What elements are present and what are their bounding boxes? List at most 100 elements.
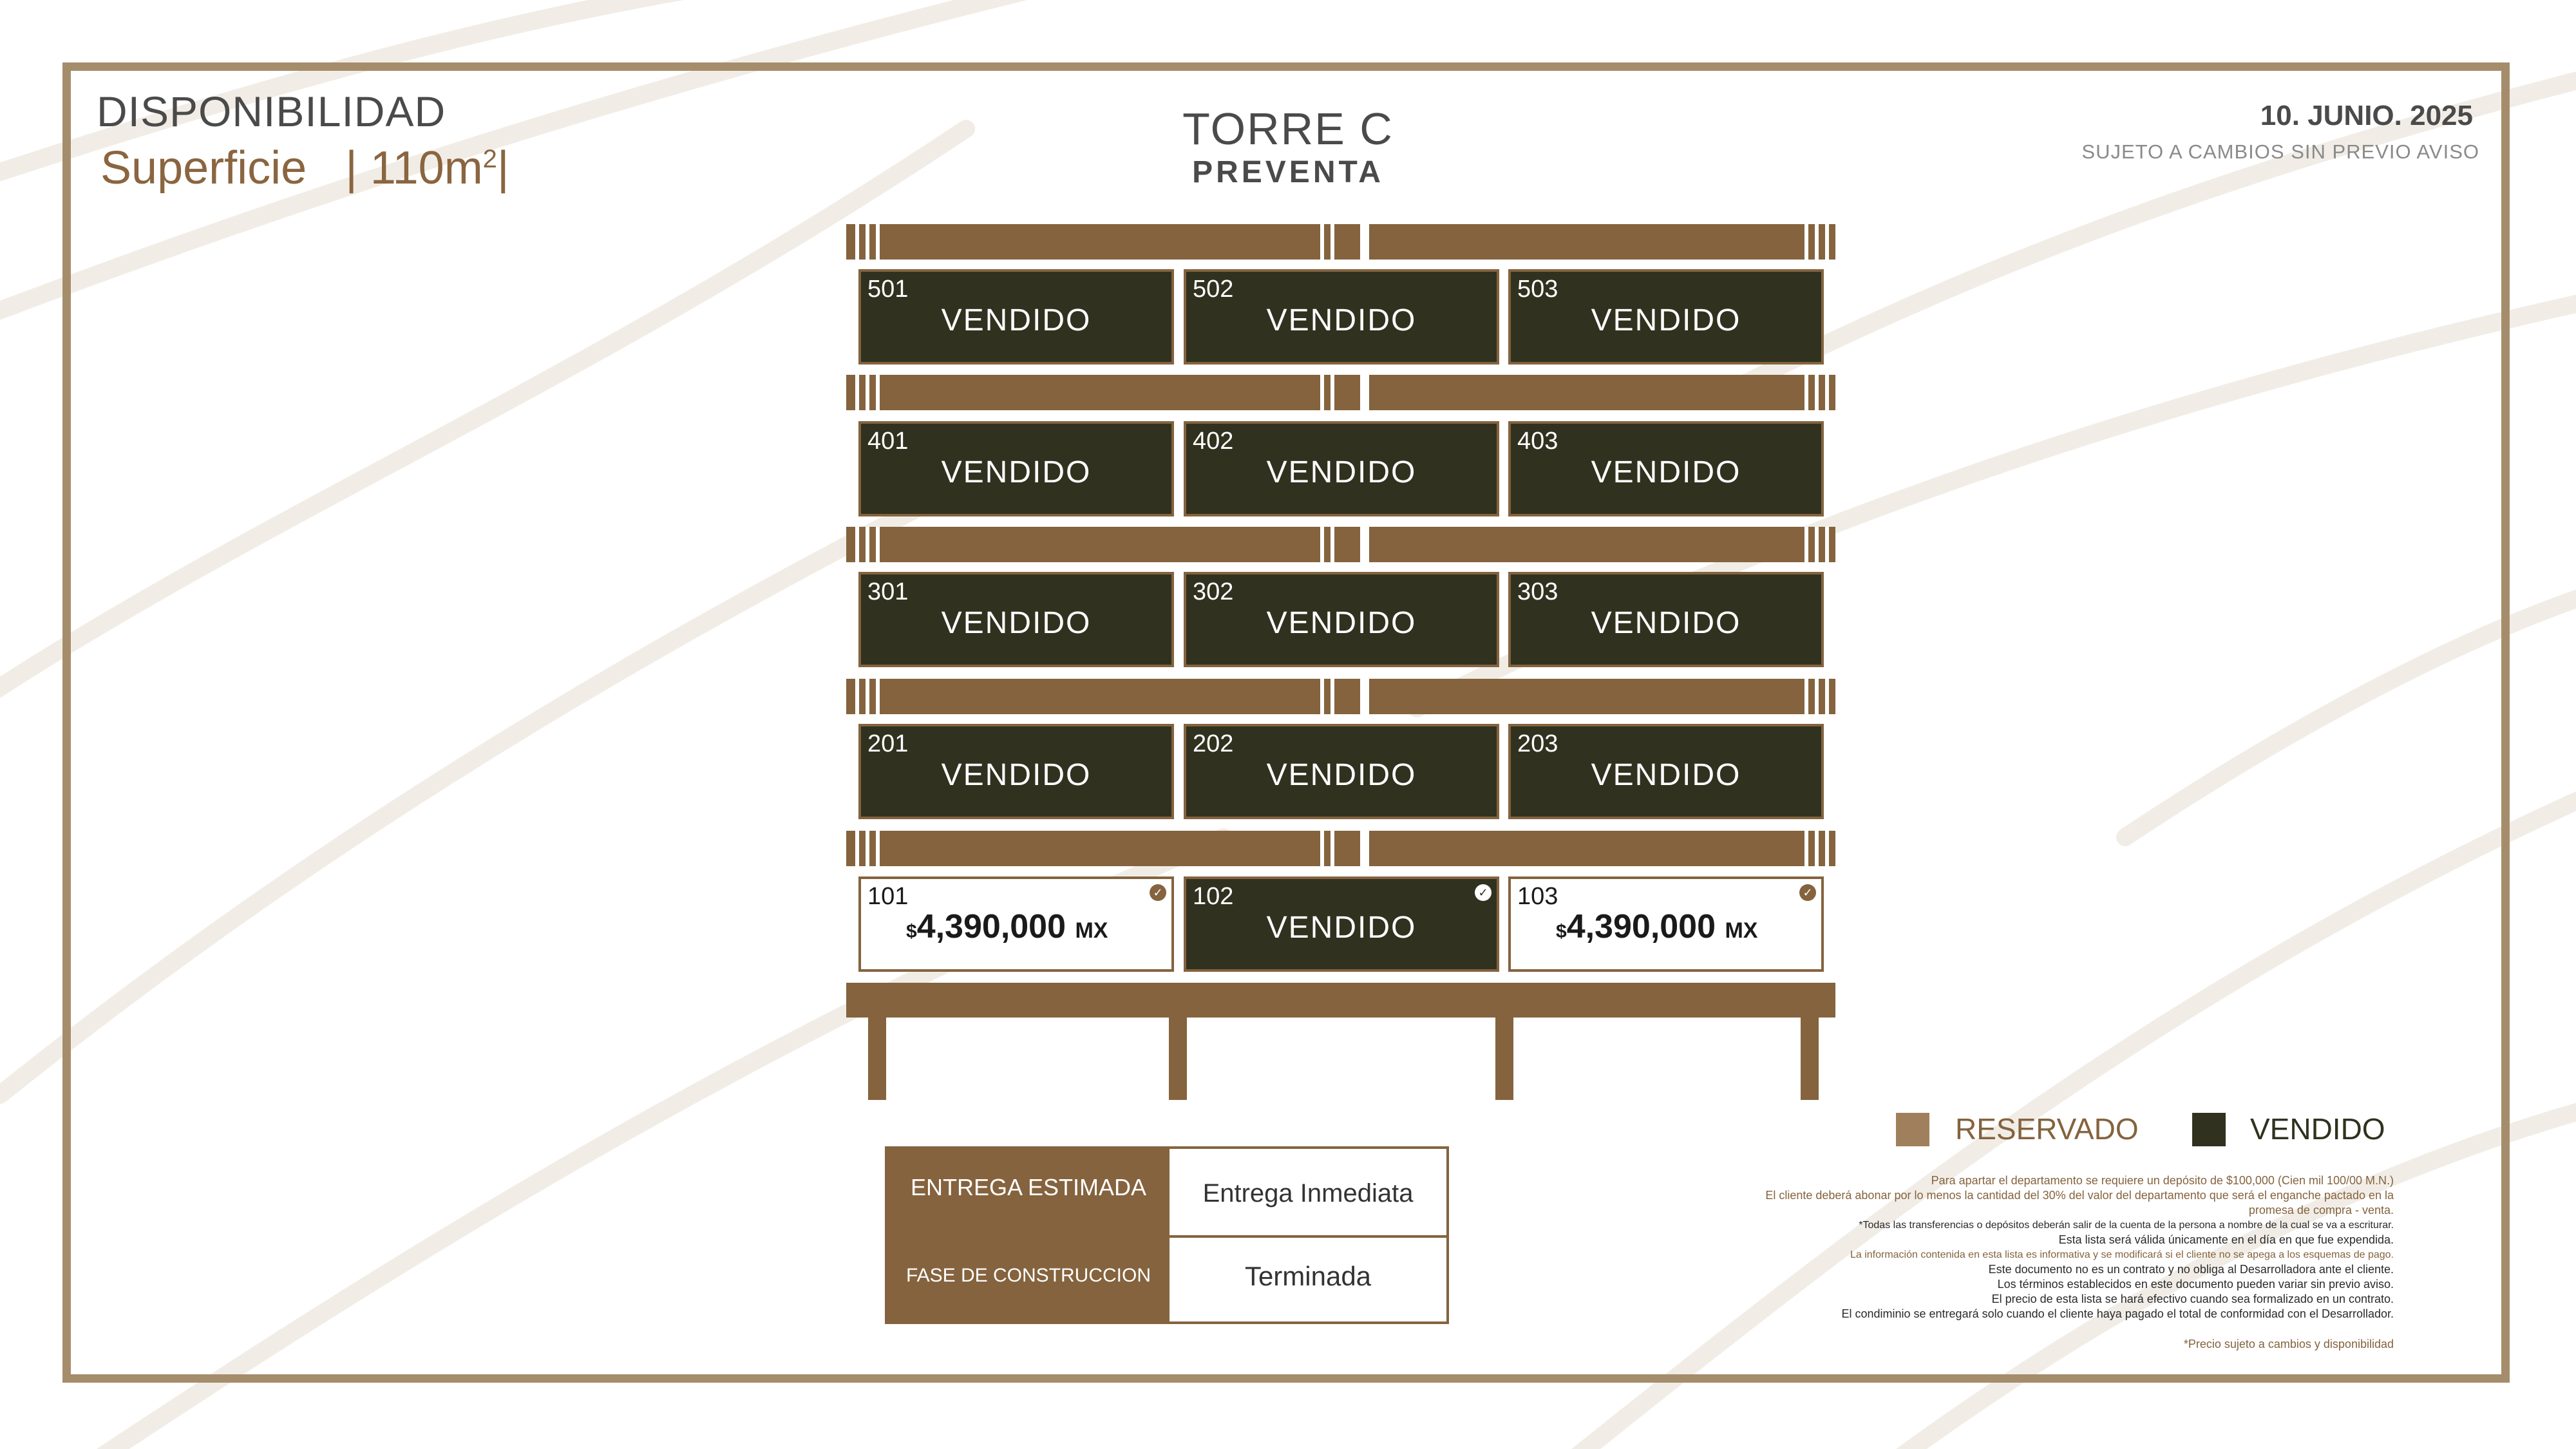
slab-stripe bbox=[1825, 375, 1829, 410]
slab-stripe bbox=[866, 679, 869, 714]
info-table: ENTREGA ESTIMADA Entrega Inmediata FASE … bbox=[885, 1146, 1449, 1324]
legend-reserved-swatch bbox=[1896, 1113, 1929, 1146]
slab-stripe bbox=[1320, 831, 1324, 866]
check-icon: ✓ bbox=[1150, 884, 1166, 901]
disclaimer-line: El condiminio se entregará solo cuando e… bbox=[1841, 1307, 2394, 1320]
unit-number: 103 bbox=[1517, 883, 1558, 910]
surface-exponent: 2 bbox=[482, 145, 497, 173]
unit-status: VENDIDO bbox=[1591, 455, 1741, 489]
unit-price: $4,390,000 MX bbox=[906, 907, 1108, 946]
unit-status: VENDIDO bbox=[941, 758, 1092, 792]
page-title: DISPONIBILIDAD bbox=[97, 88, 446, 135]
disclaimer-line: El cliente deberá abonar por lo menos la… bbox=[1765, 1189, 2394, 1202]
slab-stripe bbox=[1815, 527, 1819, 562]
change-notice: SUJETO A CAMBIOS SIN PREVIO AVISO bbox=[2081, 140, 2479, 163]
slab-stripe bbox=[1815, 224, 1819, 260]
slab-stripe bbox=[876, 831, 880, 866]
slab-gap bbox=[1360, 831, 1369, 866]
slab-stripe bbox=[876, 679, 880, 714]
slab-stripe bbox=[1804, 375, 1808, 410]
unit-price: $4,390,000 MX bbox=[1556, 907, 1757, 946]
slab-stripe bbox=[1825, 679, 1829, 714]
tower-name: TORRE C bbox=[1182, 104, 1394, 154]
slab-stripe bbox=[1825, 527, 1829, 562]
slab-stripe bbox=[1331, 679, 1334, 714]
slab-stripe bbox=[1804, 679, 1808, 714]
unit-number: 402 bbox=[1193, 428, 1234, 455]
unit-status: VENDIDO bbox=[1266, 911, 1417, 945]
slab-stripe bbox=[1815, 375, 1819, 410]
price-symbol: $ bbox=[906, 921, 917, 942]
unit-status: VENDIDO bbox=[1266, 606, 1417, 640]
date-label: 10. JUNIO. 2025 bbox=[2260, 100, 2473, 131]
unit-number: 201 bbox=[867, 730, 909, 757]
check-icon: ✓ bbox=[1799, 884, 1816, 901]
slab-stripe bbox=[866, 224, 869, 260]
phase-value: Terminada bbox=[1170, 1238, 1446, 1321]
surface-label: Superficie | 110m2| bbox=[100, 142, 509, 194]
page-frame bbox=[62, 62, 2510, 1383]
disclaimer-line: *Todas las transferencias o depósitos de… bbox=[1859, 1220, 2394, 1231]
floor-slab bbox=[846, 831, 1835, 866]
floor-slab bbox=[846, 679, 1835, 714]
slab-stripe bbox=[866, 375, 869, 410]
price-value: 4,390,000 bbox=[916, 908, 1066, 945]
unit-number: 502 bbox=[1193, 276, 1234, 303]
slab-gap bbox=[1360, 527, 1369, 562]
slab-stripe bbox=[855, 831, 859, 866]
slab-stripe bbox=[1815, 831, 1819, 866]
slab-stripe bbox=[855, 527, 859, 562]
disclaimer-line: La información contenida en esta lista e… bbox=[1850, 1249, 2394, 1260]
slab-stripe bbox=[1331, 831, 1334, 866]
floor-slab bbox=[846, 224, 1835, 260]
legend-reserved-label: RESERVADO bbox=[1955, 1112, 2139, 1146]
price-currency: MX bbox=[1075, 918, 1108, 943]
unit-card[interactable]: 102✓VENDIDO bbox=[1184, 876, 1499, 972]
slab-stripe bbox=[1804, 224, 1808, 260]
slab-gap bbox=[1360, 679, 1369, 714]
unit-card[interactable]: 103 ✓ $4,390,000 MX bbox=[1508, 876, 1824, 972]
disclaimer-line: Para apartar el departamento se requiere… bbox=[1931, 1174, 2394, 1187]
support-leg bbox=[868, 1018, 886, 1100]
surface-text: Superficie bbox=[100, 142, 307, 194]
price-currency: MX bbox=[1725, 918, 1758, 943]
disclaimer-line: Los términos establecidos en este docume… bbox=[1997, 1278, 2394, 1291]
slab-stripe bbox=[855, 224, 859, 260]
unit-status: VENDIDO bbox=[1266, 758, 1417, 792]
slab-stripe bbox=[1825, 224, 1829, 260]
unit-status: VENDIDO bbox=[1266, 455, 1417, 489]
slab-stripe bbox=[1804, 831, 1808, 866]
slab-stripe bbox=[1804, 527, 1808, 562]
unit-number: 102 bbox=[1193, 883, 1234, 910]
legend-sold-label: VENDIDO bbox=[2250, 1112, 2385, 1146]
floor-slab bbox=[846, 375, 1835, 410]
unit-number: 401 bbox=[867, 428, 909, 455]
disclaimer-line: Este documento no es un contrato y no ob… bbox=[1988, 1263, 2394, 1276]
unit-status: VENDIDO bbox=[941, 303, 1092, 337]
unit-card[interactable]: 101✓$4,390,000 MX bbox=[858, 876, 1174, 972]
surface-divider-end: | bbox=[497, 142, 509, 194]
unit-status: VENDIDO bbox=[941, 606, 1092, 640]
unit-number: 501 bbox=[867, 276, 909, 303]
slab-stripe bbox=[1320, 224, 1324, 260]
unit-number: 403 bbox=[1517, 428, 1558, 455]
slab-stripe bbox=[866, 831, 869, 866]
legend-sold-swatch bbox=[2192, 1113, 2226, 1146]
slab-gap bbox=[1360, 224, 1369, 260]
support-leg bbox=[1801, 1018, 1819, 1100]
delivery-label: ENTREGA ESTIMADA bbox=[887, 1149, 1170, 1235]
slab-stripe bbox=[1320, 679, 1324, 714]
slab-stripe bbox=[1331, 527, 1334, 562]
